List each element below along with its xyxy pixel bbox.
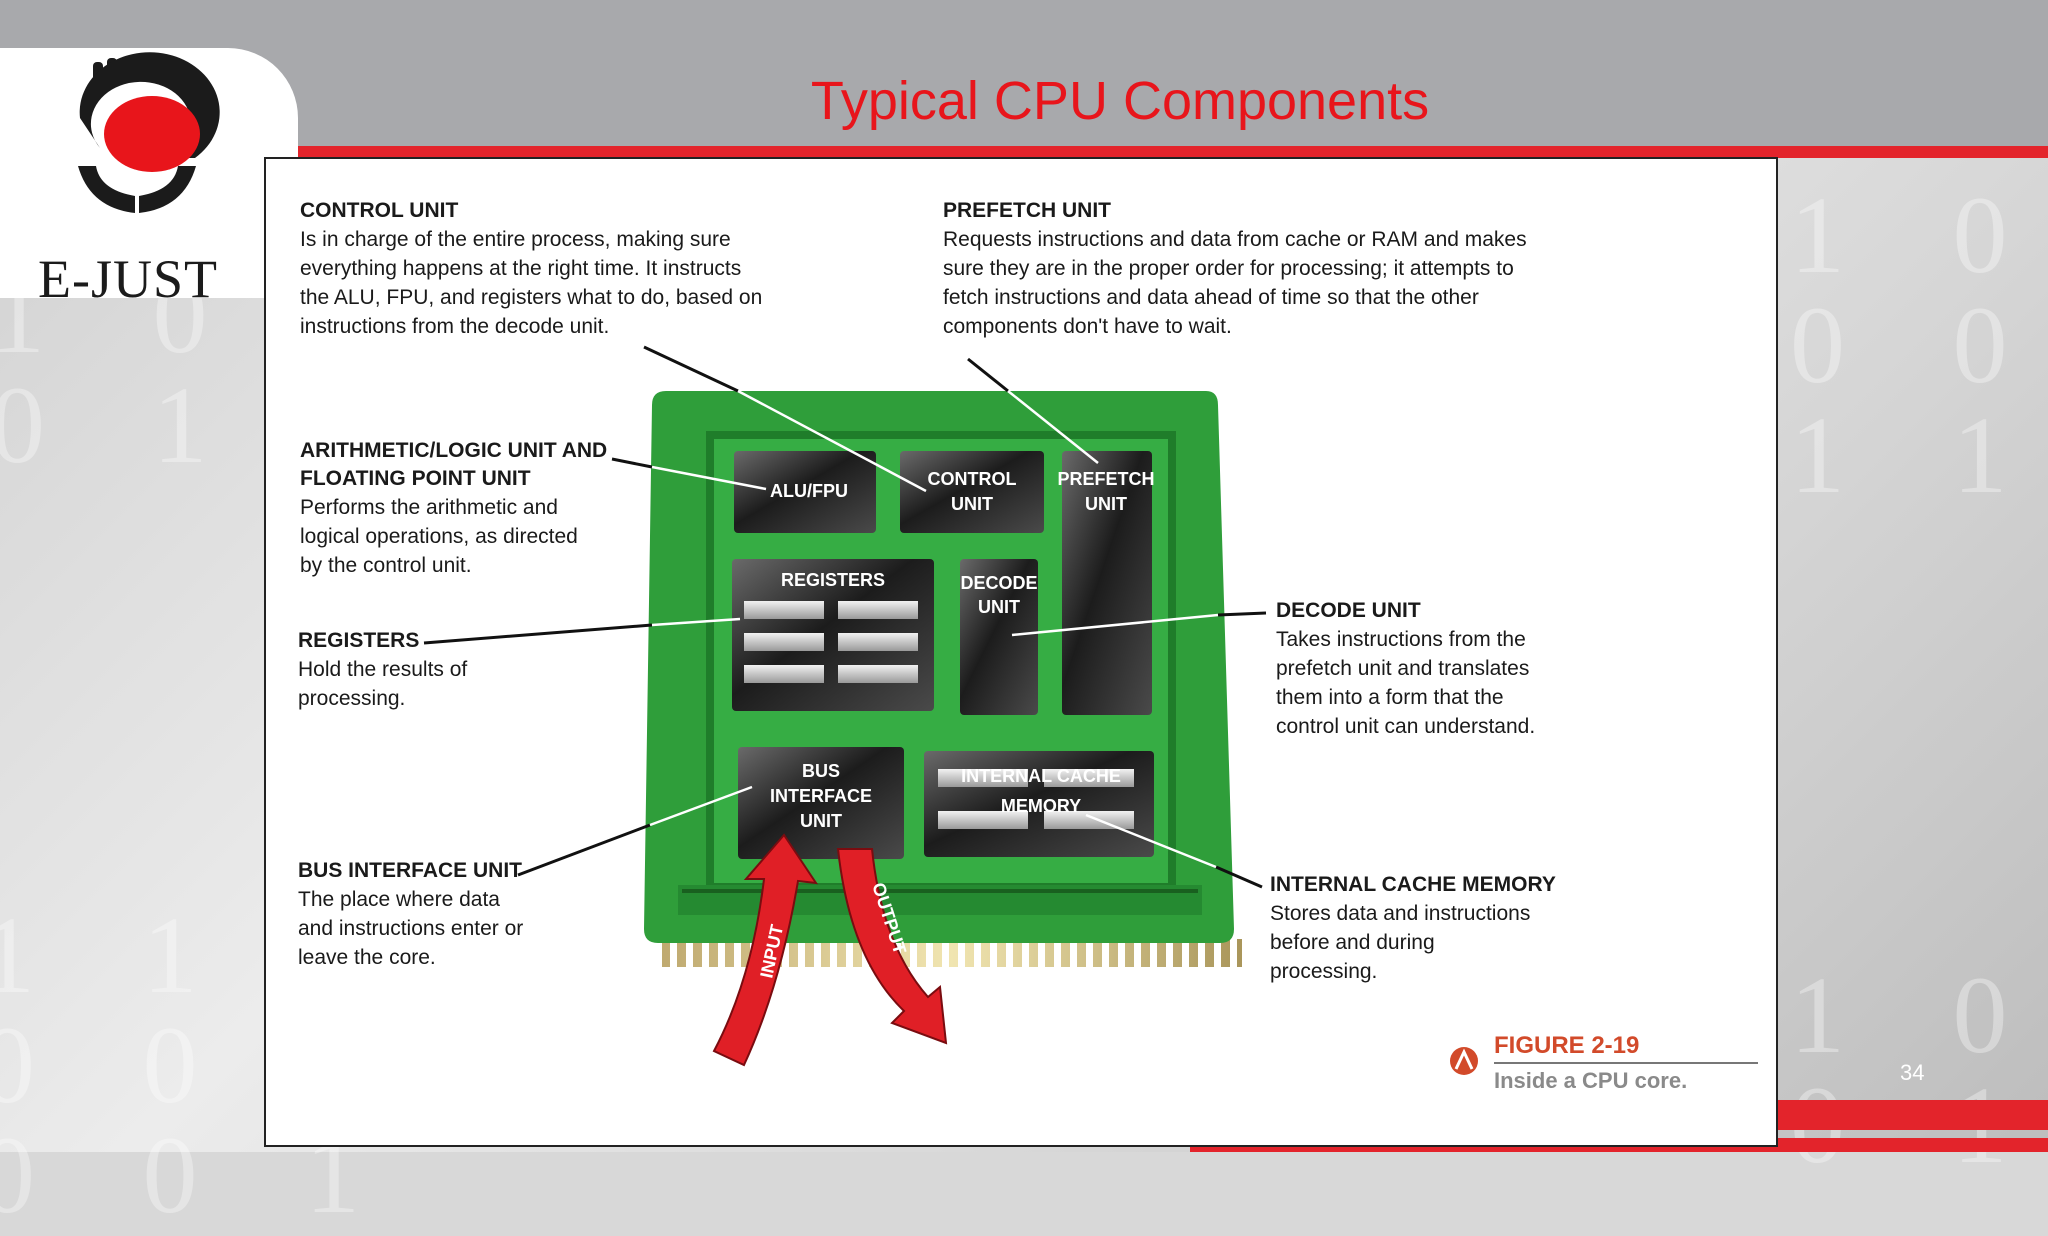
caption-line: and instructions enter or [298, 917, 524, 940]
chip-block-internal-cache: INTERNAL CACHE MEMORY [924, 751, 1154, 857]
caption-alu-fpu: ARITHMETIC/LOGIC UNIT AND FLOATING POINT… [300, 437, 607, 580]
caption-line: by the control unit. [300, 554, 472, 577]
caption-line: the ALU, FPU, and registers what to do, … [300, 286, 763, 309]
chip-block-bus-interface: BUS INTERFACE UNIT [738, 747, 904, 859]
chip-label-prefetch-unit: UNIT [1085, 494, 1127, 514]
figure-caption: Inside a CPU core. [1494, 1068, 1688, 1093]
caption-heading: ARITHMETIC/LOGIC UNIT AND [300, 439, 608, 462]
caption-registers: REGISTERS Hold the results of processing… [298, 627, 467, 713]
chip-label-bus: BUS [802, 761, 840, 781]
caption-line: everything happens at the right time. It… [300, 257, 742, 280]
caption-line: fetch instructions and data ahead of tim… [943, 286, 1479, 309]
caption-line: Performs the arithmetic and [300, 496, 558, 519]
caption-line: them into a form that the [1276, 686, 1504, 709]
caption-heading: INTERNAL CACHE MEMORY [1270, 873, 1556, 896]
caption-line: Requests instructions and data from cach… [943, 228, 1527, 251]
logo-wordmark: E-JUST [38, 249, 218, 309]
cpu-figure-panel: ALU/FPU CONTROL UNIT PREFETCH UNIT REGIS… [264, 157, 1778, 1147]
caption-heading: REGISTERS [298, 629, 420, 652]
chip-label-bus-unit: UNIT [800, 811, 842, 831]
caption-heading: FLOATING POINT UNIT [300, 467, 531, 490]
chip-block-alu-fpu: ALU/FPU [734, 451, 876, 533]
slide-title: Typical CPU Components [810, 71, 1430, 131]
caption-decode-unit: DECODE UNIT Takes instructions from the … [1276, 597, 1535, 741]
caption-line: logical operations, as directed [300, 525, 578, 548]
cpu-core-diagram: ALU/FPU CONTROL UNIT PREFETCH UNIT REGIS… [423, 345, 1478, 1075]
caption-line: before and during [1270, 931, 1435, 954]
caption-control-unit: CONTROL UNIT Is in charge of the entire … [300, 197, 762, 341]
caption-heading: DECODE UNIT [1276, 599, 1421, 622]
caption-line: Stores data and instructions [1270, 902, 1531, 925]
chip-label-prefetch: PREFETCH [1057, 469, 1154, 489]
caption-heading: BUS INTERFACE UNIT [298, 859, 523, 882]
logo-tab: E-JUST [0, 48, 298, 309]
chip-label-internal-cache: INTERNAL CACHE [961, 766, 1121, 786]
chip-label-decode: DECODE [960, 573, 1037, 593]
chip-label-control: CONTROL [928, 469, 1017, 489]
caption-line: Hold the results of [298, 658, 468, 681]
chip-label-decode-unit: UNIT [978, 597, 1020, 617]
output-arrow: OUTPUT [836, 848, 948, 1045]
caption-line: Is in charge of the entire process, maki… [300, 228, 731, 251]
caption-heading: PREFETCH UNIT [943, 199, 1111, 222]
figure-icon [1450, 1047, 1478, 1075]
header-bar [0, 0, 2048, 150]
caption-line: leave the core. [298, 946, 436, 969]
chip-label-interface: INTERFACE [770, 786, 872, 806]
chip-label-alu-fpu: ALU/FPU [770, 481, 848, 501]
chip-label-control-unit: UNIT [951, 494, 993, 514]
header-accent-stripe [290, 146, 2048, 158]
chip-block-control-unit: CONTROL UNIT [900, 451, 1044, 533]
leader-lines [423, 345, 1267, 889]
caption-prefetch-unit: PREFETCH UNIT Requests instructions and … [943, 197, 1527, 341]
caption-line: components don't have to wait. [943, 315, 1232, 338]
caption-internal-cache: INTERNAL CACHE MEMORY Stores data and in… [1270, 871, 1556, 986]
caption-line: processing. [298, 687, 406, 710]
caption-line: control unit can understand. [1276, 715, 1536, 738]
caption-line: prefetch unit and translates [1276, 657, 1530, 680]
page-number: 34 [1900, 1060, 1925, 1085]
chip-label-cache-memory: MEMORY [1001, 796, 1081, 816]
chip-block-registers: REGISTERS [732, 559, 934, 711]
caption-line: sure they are in the proper order for pr… [943, 257, 1514, 280]
caption-line: processing. [1270, 960, 1378, 983]
background-binary-pattern-right: 1 0 1 0 0 0 1 1 1 1 0 1 [1790, 174, 2048, 516]
figure-rule [1494, 1062, 1758, 1064]
caption-line: The place where data [298, 888, 500, 911]
caption-bus-interface: BUS INTERFACE UNIT The place where data … [298, 857, 523, 972]
chip-block-decode-unit: DECODE UNIT [960, 559, 1038, 715]
chip-block-prefetch-unit: PREFETCH UNIT [1057, 451, 1155, 715]
chip-label-registers: REGISTERS [781, 570, 885, 590]
caption-line: instructions from the decode unit. [300, 315, 610, 338]
caption-heading: CONTROL UNIT [300, 199, 459, 222]
caption-line: Takes instructions from the [1276, 628, 1526, 651]
ejust-logo-icon [78, 52, 220, 213]
figure-number: FIGURE 2-19 [1494, 1032, 1640, 1059]
